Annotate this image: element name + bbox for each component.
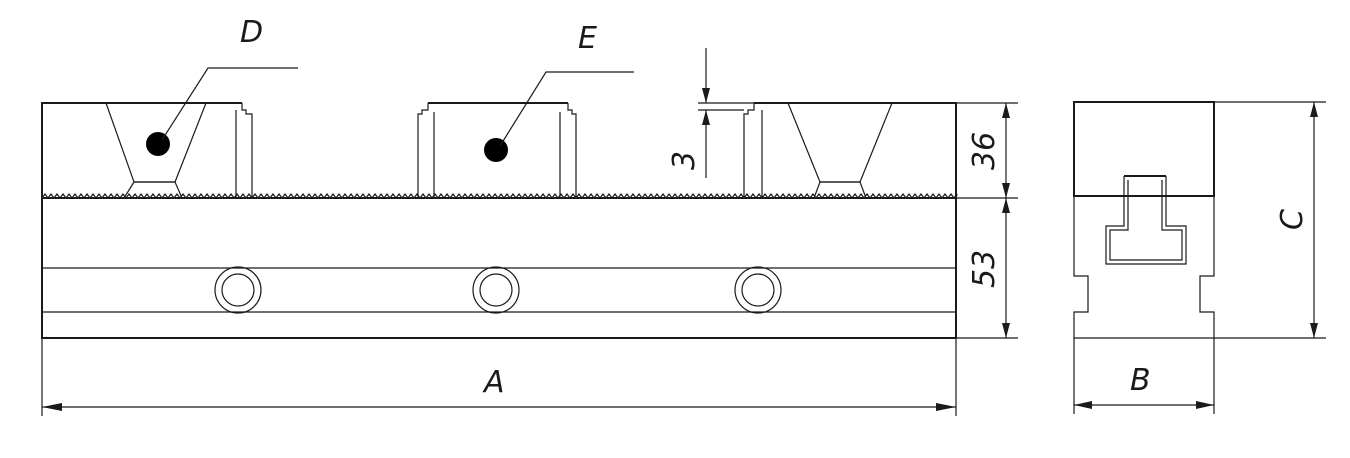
marker-d-dot xyxy=(146,132,170,156)
leader-d xyxy=(161,67,298,141)
right-jaw xyxy=(743,102,957,199)
bolt-hole-3 xyxy=(734,266,782,314)
dim-base-height: 53 xyxy=(956,198,1018,339)
label-d: D xyxy=(240,15,263,50)
middle-jaw xyxy=(417,102,577,198)
bolt-hole-1 xyxy=(214,266,262,314)
v-insert-right xyxy=(787,102,893,183)
dim-height-c: C xyxy=(1214,101,1326,339)
label-a: A xyxy=(482,365,505,400)
side-view: C B xyxy=(1073,101,1326,414)
dim-groove-depth-text: 3 xyxy=(667,151,702,170)
dim-width-b: B xyxy=(1073,338,1215,414)
leader-e xyxy=(499,71,634,147)
serrated-edge xyxy=(41,193,958,199)
marker-e-dot xyxy=(484,138,508,162)
dim-jaw-height-text: 36 xyxy=(967,132,1002,170)
side-t-tongue xyxy=(1105,176,1187,265)
bolt-hole-2 xyxy=(472,266,520,314)
label-c: C xyxy=(1275,209,1310,230)
label-e: E xyxy=(578,21,597,56)
front-view: D E 3 36 53 xyxy=(41,15,1018,416)
dim-length-a: A xyxy=(41,338,957,416)
dim-base-height-text: 53 xyxy=(967,250,1002,288)
label-b: B xyxy=(1130,363,1151,398)
left-jaw xyxy=(41,102,253,199)
side-lower-body xyxy=(1073,196,1215,339)
dim-jaw-height: 36 xyxy=(956,102,1018,199)
dim-groove-depth: 3 xyxy=(667,48,760,178)
side-upper-block xyxy=(1073,101,1215,197)
